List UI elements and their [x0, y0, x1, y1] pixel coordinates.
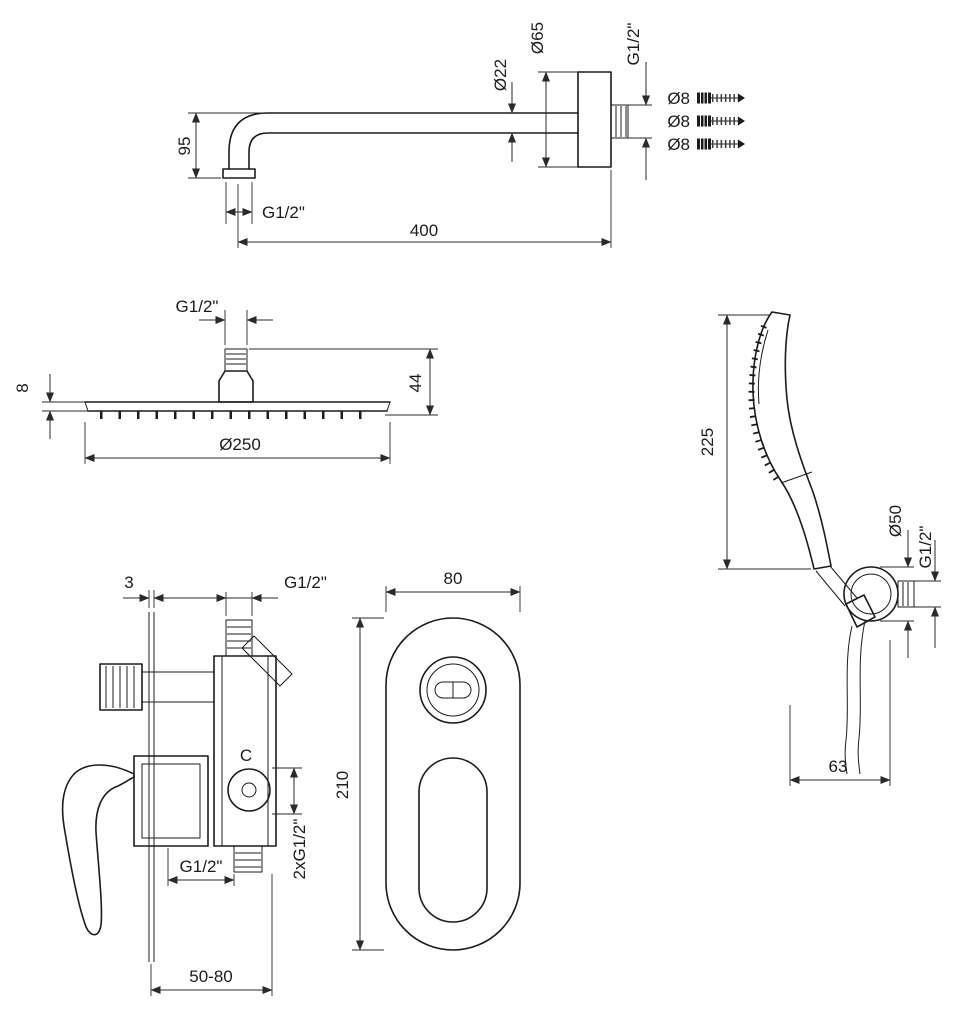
dim-arm-length-label: 400	[410, 221, 438, 240]
mixer-handle-lever	[61, 764, 135, 936]
head-thread-stub	[224, 348, 248, 372]
trim-knob-inner	[426, 663, 480, 717]
thread-mixer-bottom-label: G1/2"	[180, 857, 223, 876]
dim-head-diameter-label: Ø250	[219, 435, 261, 454]
dim-mixer-depth-label: 50-80	[189, 967, 232, 986]
wall-flange	[577, 71, 612, 168]
wall-supply-bracket	[843, 566, 915, 628]
dim-pipe-diameter-label: Ø22	[491, 59, 510, 91]
dim-hand-shower-length-label: 225	[698, 428, 717, 456]
dim-head-height-label: 44	[406, 374, 425, 393]
bracket-thread-stub	[897, 580, 915, 608]
dim-screw-1-label: Ø8	[667, 89, 690, 108]
dim-mixer-outlets-label: 2xG1/2"	[290, 819, 309, 880]
screw	[697, 139, 745, 150]
dim-flange-diameter-label: Ø65	[528, 22, 547, 54]
dim-screw-3-label: Ø8	[667, 135, 690, 154]
dim-plate-width-label: 80	[444, 569, 463, 588]
shower-arm-figure: 95 G1/2" 400 Ø22 Ø65 G1/2"	[175, 22, 652, 248]
head-connector-neck	[218, 370, 254, 403]
dim-plate-height-label: 210	[333, 771, 352, 799]
bracket-flange	[843, 566, 899, 622]
mixer-outlet-port	[227, 768, 271, 812]
dim-bracket-projection-label: 63	[829, 757, 848, 776]
dim-screw-2-label: Ø8	[667, 112, 690, 131]
thread-arm-tip-label: G1/2"	[262, 203, 305, 222]
hand-shower-faceplate	[757, 329, 769, 405]
hose-outlet-cone	[845, 594, 876, 628]
trim-plate-figure: 80 210	[333, 569, 521, 951]
wall-thread-stub	[610, 104, 629, 139]
arm-outer-edge	[228, 112, 579, 170]
mixer-diverter	[241, 635, 293, 687]
mixer-port-marking: C	[240, 746, 252, 765]
arm-inner-edge	[248, 132, 579, 170]
dim-wall-thickness-label: 3	[124, 573, 133, 592]
hand-shower-figure: 225 Ø50 G1/2" 63	[698, 311, 941, 786]
hose-line-right	[857, 620, 866, 775]
thread-head-label: G1/2"	[176, 297, 219, 316]
dim-head-thickness-label: 8	[13, 383, 32, 392]
screw	[697, 116, 745, 127]
mixer-top-stub	[225, 619, 253, 657]
dim-bracket-diameter-label: Ø50	[886, 505, 905, 537]
screw	[697, 93, 745, 104]
trim-plate-outline	[385, 617, 521, 951]
shower-head-figure: G1/2" 8 44 Ø250	[13, 297, 438, 464]
wall-screws: Ø8 Ø8 Ø8	[667, 89, 745, 154]
thread-bracket-label: G1/2"	[916, 526, 935, 569]
mixer-valve-figure: 3 G1/2" C	[61, 573, 327, 996]
trim-knob-outer	[419, 656, 487, 724]
thread-mixer-top-label: G1/2"	[284, 573, 327, 592]
arm-tip-cap	[222, 168, 256, 179]
hand-shower-body	[752, 311, 832, 570]
hose-line-left	[844, 625, 853, 775]
dim-arm-height-label: 95	[175, 137, 194, 156]
trim-plate-recess	[418, 757, 488, 923]
thread-arm-wall-label: G1/2"	[624, 23, 643, 66]
mixer-inlet-pipe	[141, 671, 215, 703]
hand-shower-nozzles	[748, 324, 780, 482]
mixer-inlet-boss	[99, 663, 143, 711]
mixer-cartridge	[133, 755, 209, 847]
mixer-bottom-stub	[233, 845, 263, 873]
